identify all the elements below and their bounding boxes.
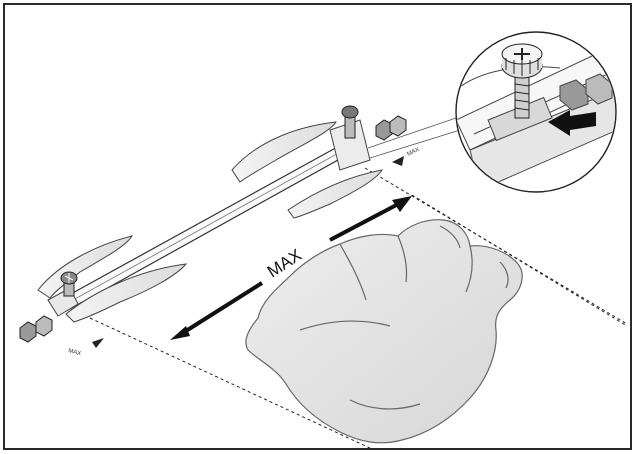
right-nut	[375, 115, 407, 141]
left-fork	[37, 235, 188, 323]
left-nut	[19, 315, 53, 343]
inset-screw-icon	[501, 43, 543, 119]
inset-connector-lines	[367, 117, 461, 159]
zoom-inset	[455, 31, 617, 193]
chicken-illustration	[245, 219, 523, 444]
right-small-arrow: MAX	[392, 147, 421, 166]
right-small-label: MAX	[406, 147, 420, 158]
inset-pointer-arrow	[548, 110, 596, 136]
right-screw	[341, 105, 359, 139]
right-fork	[231, 119, 384, 219]
left-small-arrow: MAX	[67, 338, 104, 357]
left-small-label: MAX	[67, 348, 81, 357]
left-screw	[60, 271, 78, 297]
dashed-guides	[89, 167, 628, 449]
